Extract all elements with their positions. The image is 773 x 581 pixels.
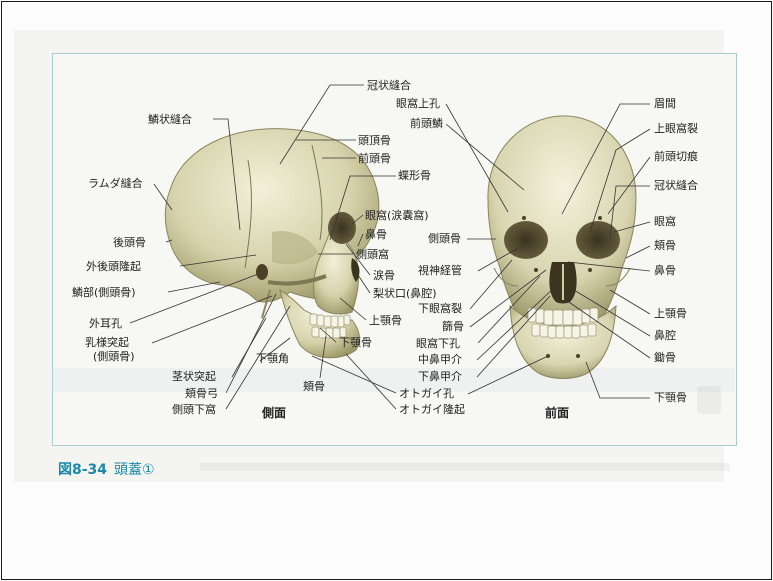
label-supraorbital-foramen: 眼窩上孔 xyxy=(396,97,440,110)
figure-title: 頭蓋① xyxy=(114,459,155,479)
label-frontal-squama: 前頭鱗 xyxy=(410,117,443,130)
label-coronal-suture-lateral: 冠状縫合 xyxy=(367,79,411,92)
label-orbit: 眼窩 xyxy=(654,215,676,228)
label-external-acoustic-meatus: 外耳孔 xyxy=(89,317,122,330)
label-maxilla-lateral: 上顎骨 xyxy=(369,314,402,327)
lateral-view-title: 側面 xyxy=(262,404,286,421)
label-infratemporal-fossa: 側頭下窩 xyxy=(172,403,216,416)
label-infraorbital-foramen: 眼窩下孔 xyxy=(416,337,460,350)
label-lambdoid-suture: ラムダ縫合 xyxy=(88,177,143,190)
label-frontal-bone: 前頭骨 xyxy=(358,152,391,165)
label-piriform-aperture: 梨状口(鼻腔) xyxy=(373,287,437,300)
figure-number: 図8-34 xyxy=(58,459,107,479)
label-maxilla-anterior: 上顎骨 xyxy=(654,307,687,320)
label-vomer: 鋤骨 xyxy=(654,351,676,364)
label-nasal-bone-anterior: 鼻骨 xyxy=(654,264,676,277)
label-frontal-notch: 前頭切痕 xyxy=(654,150,698,163)
label-mental-foramen: オトガイ孔 xyxy=(399,387,454,400)
label-styloid-process: 茎状突起 xyxy=(172,370,216,383)
label-parietal-bone: 頭頂骨 xyxy=(358,134,391,147)
label-inferior-orbital-fissure: 下眼窩裂 xyxy=(418,302,462,315)
label-squamous-suture: 鱗状縫合 xyxy=(148,113,192,126)
label-nasal-cavity: 鼻腔 xyxy=(654,329,676,342)
anterior-view-title: 前面 xyxy=(545,404,569,421)
anterior-skull xyxy=(488,116,636,379)
label-mandible-lateral: 下顎骨 xyxy=(339,336,372,349)
label-lacrimal-bone: 涙骨 xyxy=(373,269,395,282)
label-glabella: 眉間 xyxy=(654,97,676,110)
lateral-skull xyxy=(165,129,379,358)
label-sphenoid-bone: 蝶形骨 xyxy=(398,169,431,182)
label-squamous-part-temporal: 鱗部(側頭骨) xyxy=(72,286,136,299)
label-superior-orbital-fissure: 上眼窩裂 xyxy=(654,122,698,135)
label-coronal-suture-anterior: 冠状縫合 xyxy=(654,179,698,192)
label-mastoid-process: 乳様突起 xyxy=(85,336,129,349)
label-middle-nasal-concha: 中鼻甲介 xyxy=(418,353,462,366)
label-mental-protuberance: オトガイ隆起 xyxy=(399,403,465,416)
label-mastoid-process-sub: (側頭骨) xyxy=(93,350,135,363)
label-temporal-fossa: 側頭窩 xyxy=(356,248,389,261)
label-ethmoid-bone: 篩骨 xyxy=(442,320,464,333)
label-occipital-bone: 後頭骨 xyxy=(113,236,146,249)
label-nasal-bone-lateral: 鼻骨 xyxy=(365,228,387,241)
label-mandible-anterior: 下顎骨 xyxy=(654,391,687,404)
label-angle-of-mandible: 下顎角 xyxy=(256,352,289,365)
label-zygomatic-bone-anterior: 頬骨 xyxy=(654,239,676,252)
label-zygomatic-bone-lateral: 頬骨 xyxy=(303,380,325,393)
label-inferior-nasal-concha: 下鼻甲介 xyxy=(418,370,462,383)
label-orbit-lacrimal-fossa: 眼窩(涙嚢窩) xyxy=(365,209,429,222)
label-external-occipital-protuberance: 外後頭隆起 xyxy=(86,260,141,273)
label-zygomatic-arch: 頬骨弓 xyxy=(185,387,218,400)
label-temporal-bone: 側頭骨 xyxy=(428,232,461,245)
label-optic-canal: 視神経管 xyxy=(418,264,462,277)
